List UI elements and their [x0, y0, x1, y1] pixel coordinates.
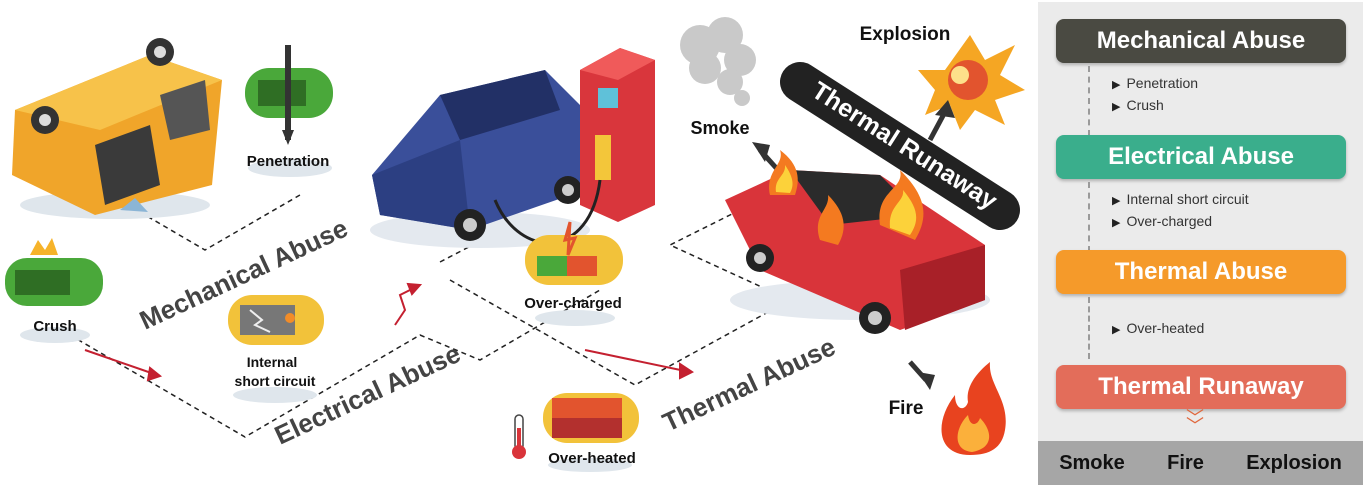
- smoke-label: Smoke: [690, 118, 749, 138]
- internal-short-line1: Internal: [247, 354, 298, 370]
- summary-panel: Mechanical Abuse ▶Penetration ▶Crush Ele…: [1038, 2, 1363, 485]
- outcome-explosion: Explosion: [1246, 451, 1342, 474]
- step-thermal-runaway: Thermal Runaway: [1056, 365, 1346, 409]
- explosion-arrow-icon: [935, 100, 955, 118]
- fire-icon: [941, 362, 1006, 455]
- blue-car-icon: [370, 70, 590, 248]
- triangle-right-icon: ▶: [1112, 217, 1121, 229]
- penetration-label: Penetration: [247, 153, 330, 170]
- battery-short-icon: [228, 295, 324, 403]
- outcomes-bar: Smoke Fire Explosion: [1038, 441, 1363, 485]
- step-connector: [1088, 297, 1090, 359]
- internal-short-line2: short circuit: [235, 373, 316, 389]
- outcome-fire: Fire: [1167, 451, 1204, 474]
- step-thermal-abuse: Thermal Abuse: [1056, 250, 1346, 294]
- step-item: ▶Over-charged: [1112, 213, 1213, 229]
- car-crash-icon: [12, 38, 222, 219]
- step-item: ▶Over-heated: [1112, 320, 1205, 336]
- step-item: ▶Crush: [1112, 97, 1164, 113]
- burning-car-icon: [725, 150, 990, 334]
- triangle-right-icon: ▶: [1112, 324, 1121, 336]
- abuse-scene: Penetration Crush Internal short circuit…: [5, 17, 1025, 472]
- step-item: ▶Penetration: [1112, 75, 1199, 91]
- triangle-right-icon: ▶: [1112, 101, 1121, 113]
- triangle-right-icon: ▶: [1112, 195, 1121, 207]
- charging-station-icon: [493, 48, 655, 245]
- crush-label: Crush: [33, 318, 76, 335]
- explosion-icon: [918, 35, 1025, 130]
- progress-arrows: [84, 282, 694, 382]
- explosion-label: Explosion: [860, 24, 951, 45]
- thermal-abuse-label: Thermal Abuse: [658, 331, 840, 437]
- fire-label: Fire: [889, 398, 924, 419]
- chevron-down-icon: ﹀﹀: [1186, 408, 1204, 436]
- battery-charged-icon: [525, 221, 623, 326]
- battery-crush-icon: [5, 238, 103, 343]
- step-mechanical-abuse: Mechanical Abuse: [1056, 19, 1346, 63]
- smoke-cloud-icon: [680, 17, 756, 106]
- step-electrical-abuse: Electrical Abuse: [1056, 135, 1346, 179]
- battery-penetration-icon: [245, 45, 333, 177]
- over-heated-label: Over-heated: [548, 450, 636, 467]
- step-connector: [1088, 182, 1090, 252]
- battery-heated-icon: [543, 393, 639, 472]
- step-item: ▶Internal short circuit: [1112, 191, 1249, 207]
- outcome-smoke: Smoke: [1059, 451, 1125, 474]
- over-charged-label: Over-charged: [524, 295, 622, 312]
- triangle-right-icon: ▶: [1112, 79, 1121, 91]
- step-connector: [1088, 66, 1090, 136]
- thermometer-icon: [512, 414, 526, 459]
